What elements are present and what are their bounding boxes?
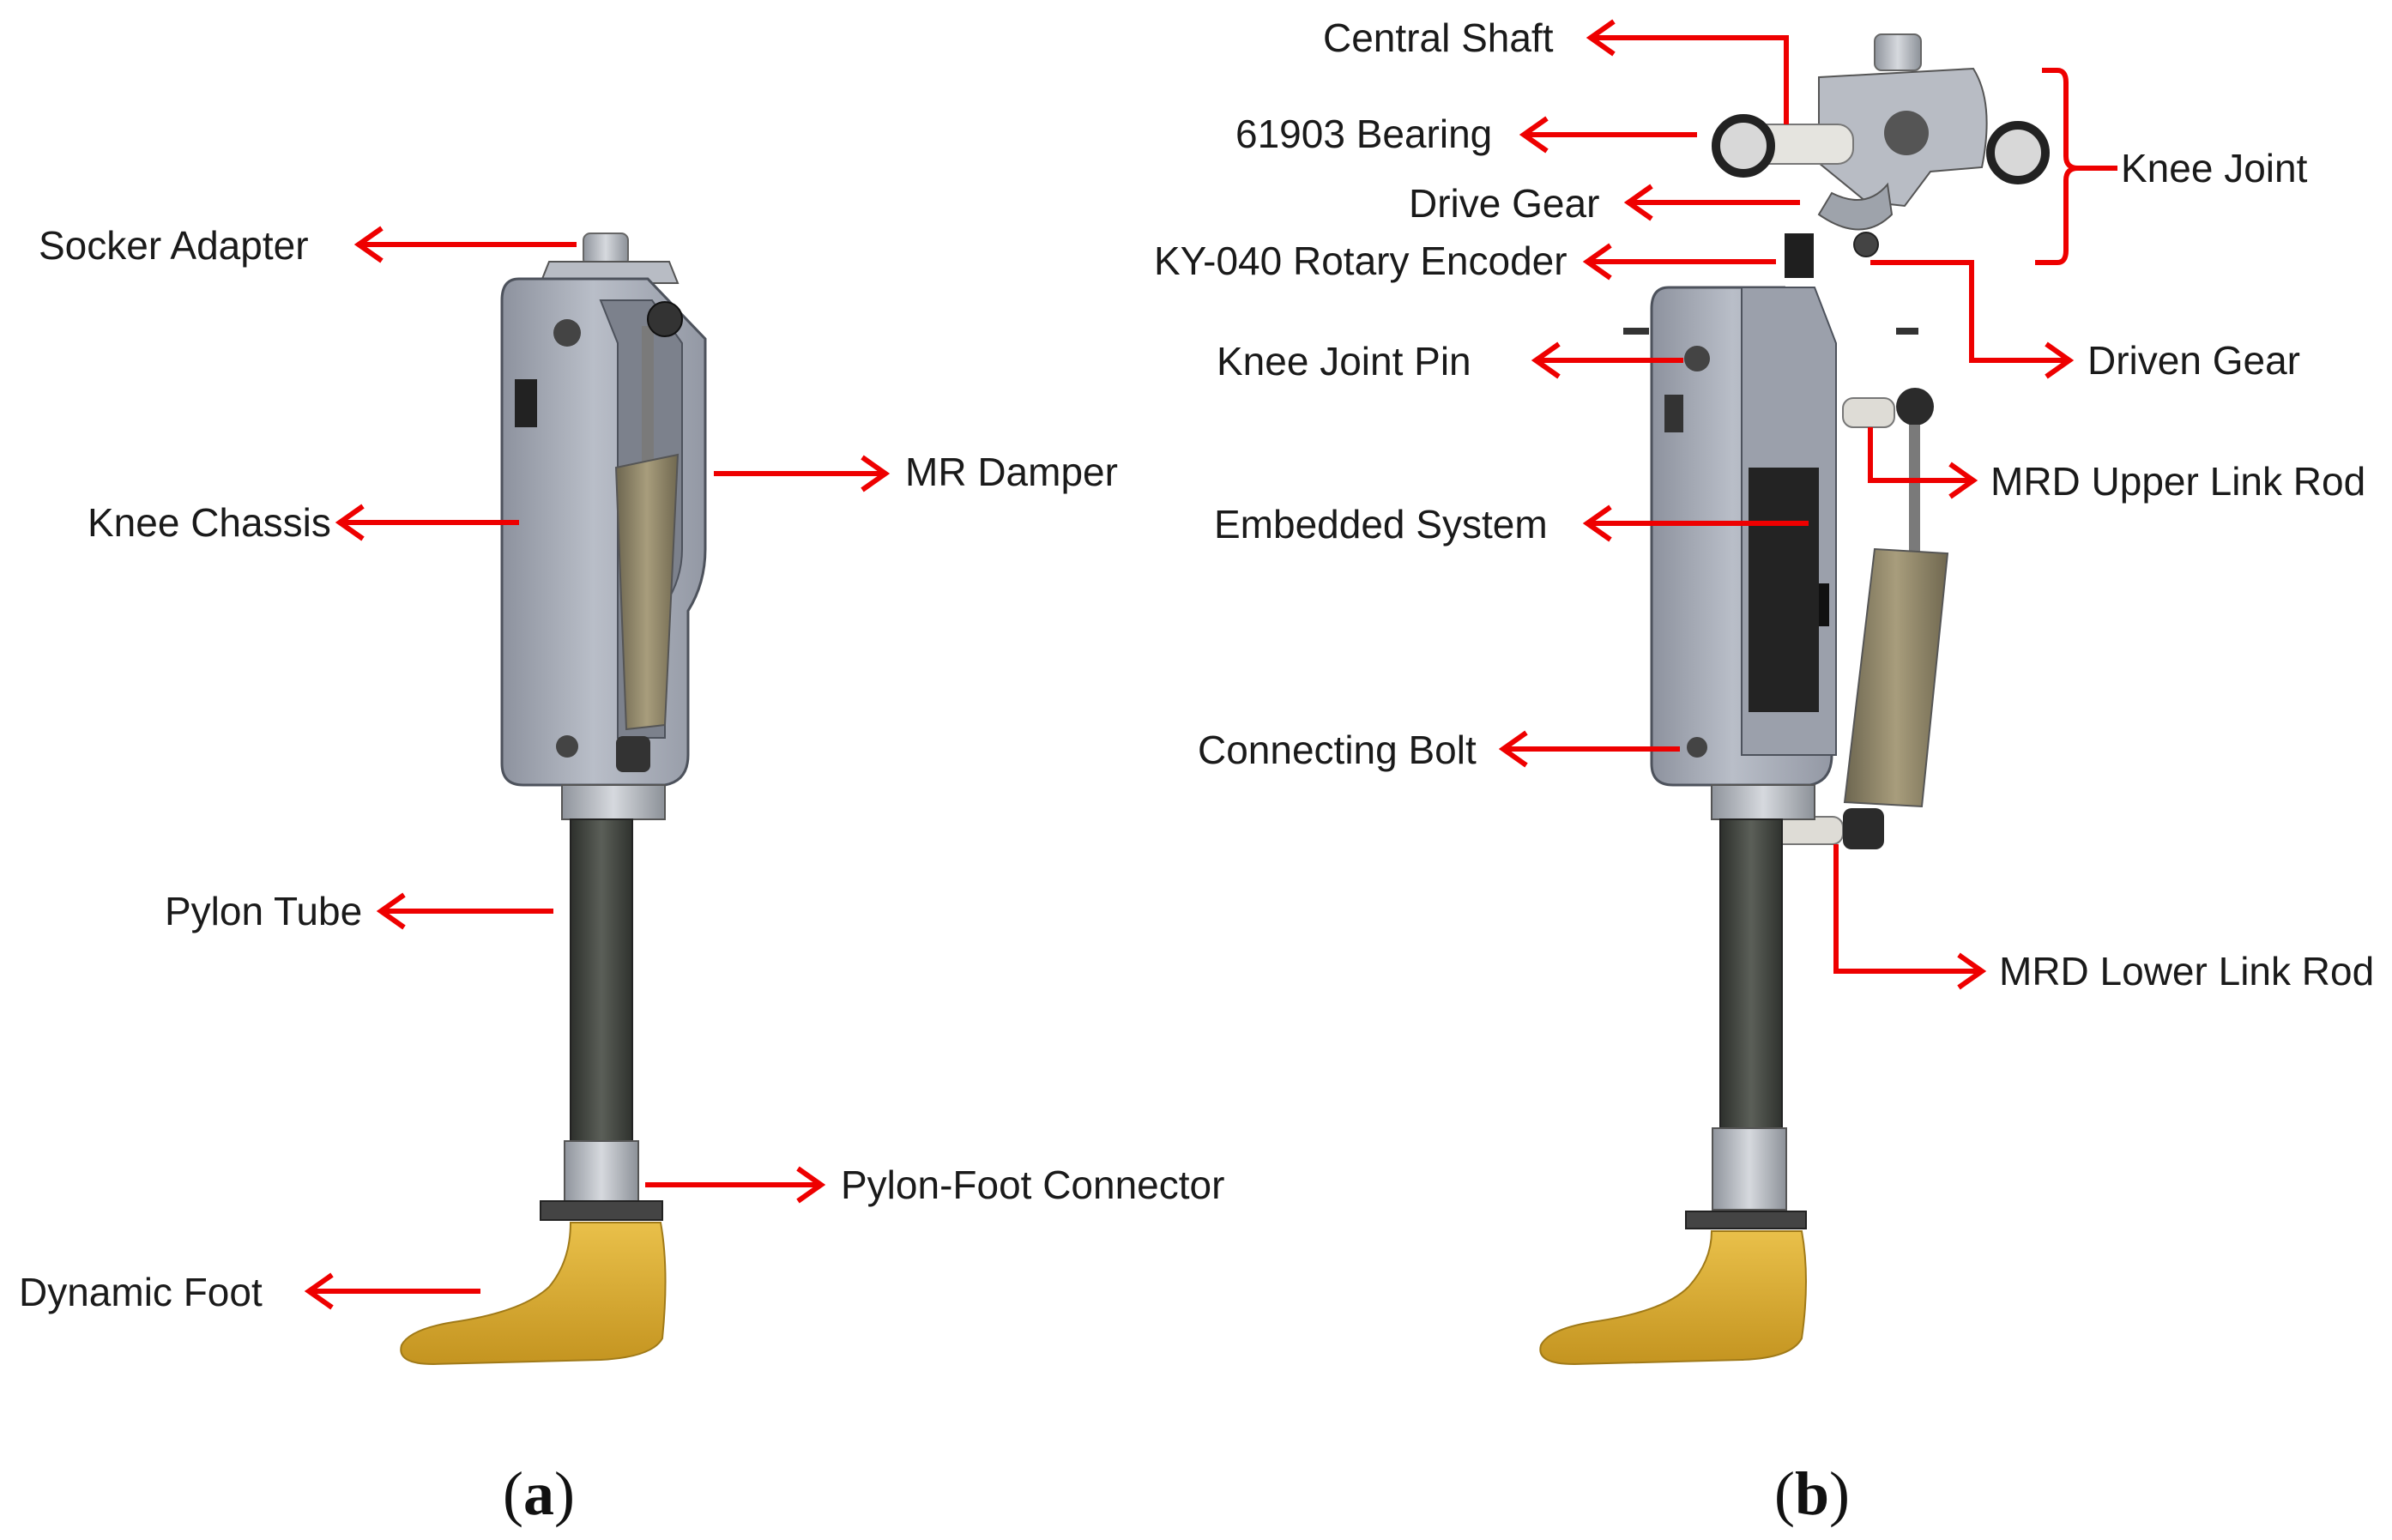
- pylon-foot-connector-base: [540, 1200, 663, 1221]
- caption-a: (a): [503, 1459, 575, 1528]
- arrow-pylon-foot-connector: [645, 1166, 826, 1204]
- mrd-upper-link-rod-part: [1909, 425, 1920, 553]
- pylon-foot-connector-base-b: [1685, 1211, 1807, 1229]
- label-rotary-encoder: KY-040 Rotary Encoder: [1154, 239, 1567, 283]
- arrow-connecting-bolt: [1498, 730, 1680, 768]
- side-switch-b: [1664, 395, 1683, 432]
- pylon-foot-connector-b: [1712, 1127, 1787, 1211]
- dynamic-foot-b: [1539, 1230, 1807, 1366]
- label-mrd-upper-link-rod: MRD Upper Link Rod: [1990, 459, 2365, 504]
- pylon-foot-connector-part: [564, 1140, 639, 1202]
- pylon-tube-b: [1719, 818, 1783, 1142]
- arrow-mr-damper: [714, 455, 891, 492]
- knee-joint-pin-a: [553, 319, 581, 347]
- label-dynamic-foot: Dynamic Foot: [19, 1270, 263, 1314]
- arrow-drive-gear: [1623, 184, 1800, 221]
- damper-bottom-eye-a: [616, 736, 650, 772]
- mr-damper-part: [614, 453, 680, 731]
- arrow-socket-adapter: [353, 226, 577, 263]
- connecting-bolt-a: [556, 735, 578, 758]
- pylon-clamp-a: [561, 784, 666, 820]
- arrow-rotary-encoder: [1582, 243, 1776, 281]
- arrow-knee-joint-pin: [1531, 341, 1683, 379]
- arrow-bearing: [1519, 116, 1697, 154]
- mrd-upper-link-rod-eye: [1896, 388, 1934, 426]
- arrow-embedded-system: [1582, 504, 1809, 542]
- panel-b: Central Shaft 61903 Bearing Drive Gear K…: [1154, 15, 2374, 1528]
- label-drive-gear: Drive Gear: [1409, 181, 1599, 226]
- arrow-knee-chassis: [335, 504, 519, 541]
- arrow-pylon-tube: [376, 892, 553, 930]
- knee-joint-bore: [1884, 111, 1929, 155]
- mrd-lower-link-rod-eye: [1843, 808, 1884, 849]
- label-pylon-foot-connector: Pylon-Foot Connector: [841, 1163, 1224, 1207]
- label-knee-joint: Knee Joint: [2121, 146, 2308, 190]
- dynamic-foot-part: [400, 1222, 667, 1366]
- embedded-connector: [1819, 583, 1829, 626]
- label-bearing: 61903 Bearing: [1235, 112, 1492, 156]
- arrow-dynamic-foot: [304, 1272, 480, 1310]
- knee-joint-pin-b: [1684, 346, 1710, 371]
- label-driven-gear: Driven Gear: [2087, 338, 2300, 383]
- pylon-tube-part: [570, 818, 633, 1142]
- label-embedded-system: Embedded System: [1214, 502, 1548, 547]
- damper-rod-a: [642, 326, 654, 472]
- prosthesis-assembly-b: [1539, 33, 2050, 1366]
- label-socket-adapter: Socker Adapter: [39, 223, 309, 268]
- label-pylon-tube: Pylon Tube: [165, 889, 362, 933]
- rotary-encoder-part: [1785, 233, 1814, 278]
- pylon-clamp-b: [1711, 784, 1815, 820]
- prosthesis-assembly-a: [400, 233, 707, 1366]
- embedded-system-part: [1749, 468, 1819, 712]
- mr-damper-b: [1843, 547, 1949, 808]
- panel-a: Socker Adapter Knee Chassis MR Damper Py…: [19, 223, 1224, 1528]
- driven-gear-part: [1853, 232, 1879, 257]
- central-shaft-top: [1874, 33, 1922, 71]
- connecting-bolt-b: [1687, 737, 1707, 758]
- label-central-shaft: Central Shaft: [1323, 15, 1554, 60]
- knee-joint-pin-b-right: [1896, 328, 1918, 335]
- label-connecting-bolt: Connecting Bolt: [1198, 728, 1477, 772]
- drive-gear-part: [1817, 182, 1894, 231]
- mrd-upper-link-rod-pin: [1842, 397, 1895, 428]
- arrow-mrd-lower-link-rod: [1833, 844, 1987, 990]
- caption-b: (b): [1774, 1459, 1850, 1528]
- damper-top-eye-a: [647, 301, 683, 337]
- label-mr-damper: MR Damper: [905, 450, 1118, 494]
- knee-joint-pin-b-left: [1623, 328, 1649, 335]
- label-knee-joint-pin: Knee Joint Pin: [1217, 339, 1471, 383]
- arrow-mrd-upper-link-rod: [1868, 427, 1978, 499]
- label-knee-chassis: Knee Chassis: [88, 500, 331, 545]
- brace-knee-joint: [2035, 68, 2117, 265]
- label-mrd-lower-link-rod: MRD Lower Link Rod: [1999, 949, 2374, 993]
- side-switch-a: [515, 379, 537, 427]
- arrow-central-shaft: [1586, 19, 1789, 124]
- bearing-right-part: [1986, 121, 2050, 184]
- bearing-left-part: [1712, 114, 1775, 178]
- arrow-driven-gear: [1870, 260, 2075, 379]
